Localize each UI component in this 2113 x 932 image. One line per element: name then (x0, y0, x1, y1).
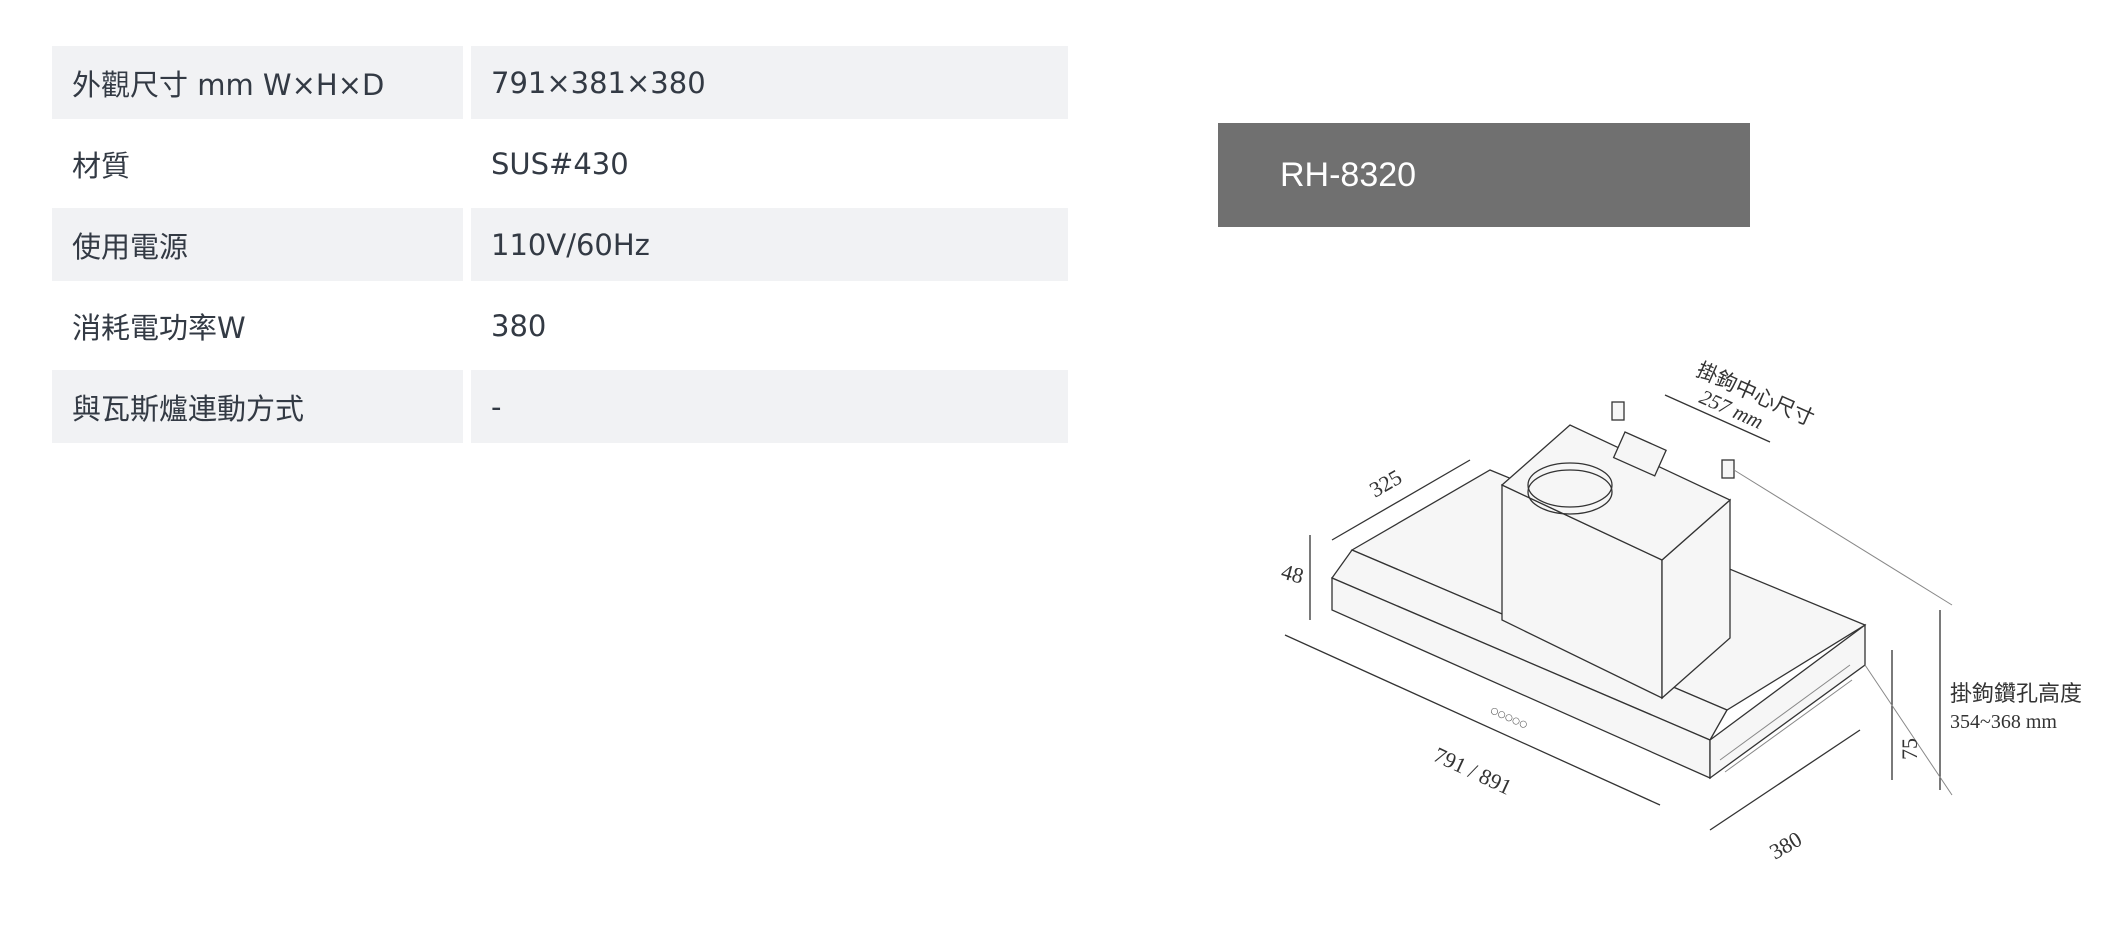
dim-depth-top: 325 (1365, 464, 1406, 502)
extension-line (1864, 664, 1953, 796)
control-panel-icon: ○○○○○ (1489, 706, 1529, 731)
dim-depth: 380 (1765, 826, 1806, 864)
spec-row: 消耗電功率W 380 (52, 281, 1068, 362)
spec-value: 110V/60Hz (471, 200, 1068, 281)
spec-value: SUS#430 (471, 119, 1068, 200)
dim-hook-drill-label: 掛鉤鑽孔高度 (1950, 681, 2082, 706)
spec-table: 外觀尺寸 mm W×H×D 791×381×380 材質 SUS#430 使用電… (44, 46, 1076, 443)
exhaust-outlet-rim (1527, 462, 1613, 508)
model-banner: RH-8320 (1218, 123, 1750, 227)
spec-value: 791×381×380 (471, 46, 1068, 119)
spec-row: 外觀尺寸 mm W×H×D 791×381×380 (52, 46, 1068, 119)
chimney-top (1500, 424, 1732, 561)
spec-row: 材質 SUS#430 (52, 119, 1068, 200)
range-hood-drawing: ○○○○○ 掛鉤中心尺寸 257 mm 325 48 791 / 891 380… (1279, 358, 2082, 865)
spec-row: 與瓦斯爐連動方式 - (52, 362, 1068, 443)
side-slot (1724, 679, 1853, 773)
spec-label: 材質 (52, 119, 463, 200)
spec-label: 與瓦斯爐連動方式 (52, 362, 463, 443)
spec-value: - (471, 362, 1068, 443)
spec-label: 使用電源 (52, 200, 463, 281)
spec-row: 使用電源 110V/60Hz (52, 200, 1068, 281)
side-slot (1719, 664, 1851, 761)
hook-bracket (1721, 459, 1735, 479)
extension-line (1733, 469, 1953, 606)
range-hood-dimension-diagram: ○○○○○ 掛鉤中心尺寸 257 mm 325 48 791 / 891 380… (1240, 320, 2113, 920)
spec-label: 消耗電功率W (52, 281, 463, 362)
dim-front-height: 48 (1279, 559, 1307, 589)
exhaust-outlet (1527, 469, 1613, 515)
junction-box (1612, 431, 1667, 477)
spec-label: 外觀尺寸 mm W×H×D (52, 46, 463, 119)
dim-line-width (1284, 634, 1661, 806)
dim-line-380 (1709, 729, 1861, 831)
dim-line-hook (1664, 394, 1771, 443)
dim-side-height: 75 (1897, 738, 1922, 760)
dim-hook-drill-value: 354~368 mm (1950, 711, 2057, 733)
dim-width: 791 / 891 (1430, 742, 1516, 800)
spec-value: 380 (471, 281, 1068, 362)
hook-bracket (1611, 401, 1625, 421)
dim-line-325 (1331, 459, 1471, 541)
